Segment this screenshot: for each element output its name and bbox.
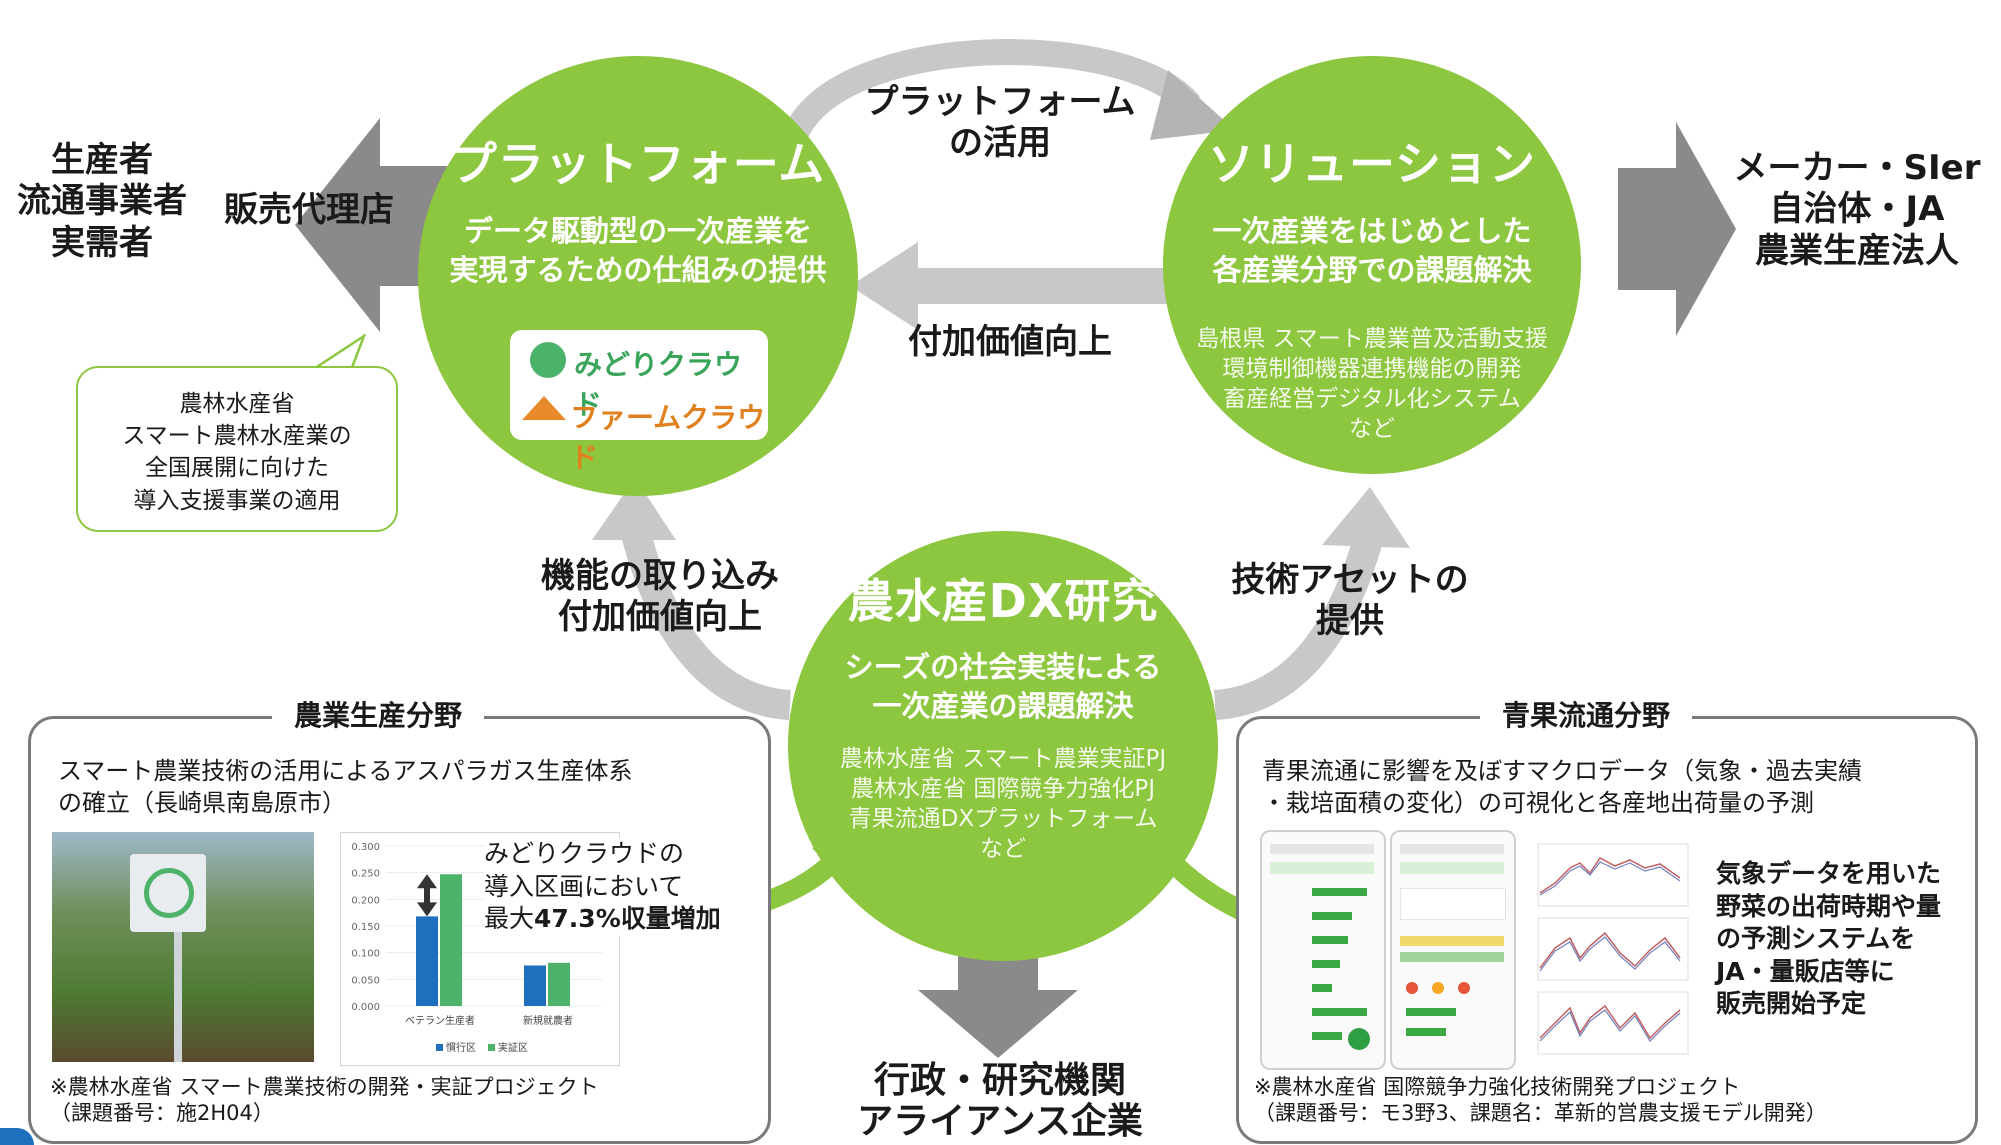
- x-tick-label: ベテラン生産者: [405, 1014, 475, 1027]
- solution-note-2: 環境制御機器連携機能の開発: [1222, 356, 1522, 382]
- dx-title: 農水産DX研究: [847, 574, 1159, 628]
- function-intake-label: 機能の取り込み 付加価値向上: [541, 556, 779, 638]
- solution-sub-2: 各産業分野での課題解決: [1212, 253, 1532, 287]
- middle-arrow-shaft: [905, 268, 1175, 304]
- forecast-result: 気象データを用いた 野菜の出荷時期や量 の予測システムを JA・量販店等に 販売…: [1716, 859, 1942, 1018]
- left-stakeholders: 生産者 流通事業者 実需者: [2, 140, 202, 264]
- solution-note-1: 島根県 スマート農業普及活動支援: [1196, 326, 1548, 352]
- y-tick-label: 0.000: [351, 1002, 380, 1013]
- right-big-arrow-head: [1676, 122, 1736, 336]
- dx-sub-1: シーズの社会実装による: [844, 650, 1162, 684]
- y-tick-label: 0.050: [351, 975, 380, 986]
- tech-asset-label: 技術アセットの 提供: [1231, 560, 1469, 642]
- right-stakeholders: メーカー・SIer 自治体・JA 農業生産法人: [1716, 148, 1998, 272]
- sales-agent-label: 販売代理店: [224, 190, 394, 230]
- left-stakeholder-2: 流通事業者: [17, 181, 187, 222]
- produce-distribution-title: 青果流通分野: [1480, 694, 1693, 734]
- bar-慣行区-0: [416, 916, 438, 1006]
- midori-logo-icon: [530, 342, 566, 378]
- platform-sub-1: データ駆動型の一次産業を: [463, 214, 812, 248]
- right-up-arrowhead: [1322, 487, 1410, 548]
- subsidy-bubble: 農林水産省 スマート農林水産業の 全国展開に向けた 導入支援事業の適用: [76, 366, 398, 532]
- phone-add-icon: [1348, 1028, 1370, 1050]
- dx-note-4: など: [980, 836, 1026, 862]
- farm-logo-icon: [522, 396, 566, 420]
- y-tick-label: 0.150: [351, 922, 380, 933]
- forecast-line-charts: [1537, 843, 1689, 1055]
- midori-cloud-logo: みどりクラウド: [574, 348, 743, 421]
- y-tick-label: 0.200: [351, 895, 380, 906]
- cloud-logos-card: みどりクラウド ファームクラウド: [510, 330, 768, 474]
- sensor-box-icon: [130, 854, 206, 932]
- agri-production-title: 農業生産分野: [272, 694, 485, 734]
- legend-label: 実証区: [498, 1041, 528, 1054]
- left-stakeholder-1: 生産者: [51, 140, 153, 180]
- bar-慣行区-1: [524, 965, 546, 1006]
- left-up-arrowhead: [592, 478, 676, 540]
- yield-chart: 0.300 0.250 0.200 0.150 0.100 0.050 0.000 ベテラン生…: [351, 842, 602, 1054]
- left-stakeholder-3: 実需者: [51, 222, 153, 263]
- dx-note-2: 農林水産省 国際競争力強化PJ: [851, 776, 1155, 802]
- right-stakeholder-3: 農業生産法人: [1755, 230, 1959, 271]
- right-green-arrow: [1162, 852, 1245, 919]
- platform-title: プラットフォーム: [450, 137, 826, 191]
- middle-arrow-head: [850, 242, 918, 330]
- dx-note-3: 青果流通DXプラットフォーム: [848, 806, 1158, 832]
- y-tick-label: 0.100: [351, 949, 380, 960]
- bottom-stakeholders: 行政・研究機関 アライアンス企業: [857, 1060, 1143, 1143]
- left-up-arc: [620, 526, 792, 720]
- legend-label: 慣行区: [446, 1041, 476, 1054]
- top-arc-arrowhead: [1150, 70, 1235, 140]
- solution-title: ソリューション: [1207, 137, 1537, 191]
- produce-distribution-text-2: ・栽培面積の変化）の可視化と各産地出荷量の予測: [1262, 789, 1814, 817]
- yield-result: みどりクラウドの 導入区画において 最大47.3%収量増加: [484, 838, 721, 936]
- asparagus-photo: [52, 832, 314, 1062]
- platform-use-label: プラットフォーム の活用: [864, 82, 1136, 164]
- dx-circle: [788, 531, 1218, 961]
- produce-distribution-foot-2: （課題番号：モ3野3、課題名：革新的営農支援モデル開発）: [1254, 1101, 1827, 1125]
- phone-mockup-1: [1260, 830, 1386, 1070]
- sensor-pole: [174, 932, 182, 1062]
- legend-swatch: [488, 1044, 495, 1051]
- agri-production-foot-2: （課題番号：施2H04）: [50, 1101, 274, 1125]
- right-stakeholder-2: 自治体・JA: [1769, 189, 1945, 230]
- agri-production-foot-1: ※農林水産省 スマート農業技術の開発・実証プロジェクト: [50, 1075, 599, 1099]
- x-tick-label: 新規就農者: [523, 1014, 573, 1027]
- y-tick-label: 0.250: [351, 869, 380, 880]
- agri-production-text-1: スマート農業技術の活用によるアスパラガス生産体系: [58, 757, 633, 785]
- solution-sub-1: 一次産業をはじめとした: [1212, 214, 1532, 248]
- bottom-arrow-head: [918, 990, 1078, 1058]
- increase-arrow-head-up: [417, 874, 437, 889]
- solution-note-3: 畜産経営デジタル化システム: [1223, 386, 1521, 412]
- bar-実証区-0: [440, 874, 462, 1006]
- corner-accent: [0, 1128, 34, 1145]
- right-up-arc: [1213, 535, 1383, 720]
- increase-arrow-head-down: [417, 902, 437, 917]
- left-big-arrow-head: [295, 118, 380, 332]
- dx-note-1: 農林水産省 スマート農業実証PJ: [839, 746, 1167, 772]
- dx-sub-2: 一次産業の課題解決: [872, 689, 1134, 723]
- solution-circle: [1163, 56, 1581, 474]
- produce-distribution-text-1: 青果流通に影響を及ぼすマクロデータ（気象・過去実績: [1262, 757, 1862, 785]
- farm-cloud-logo: ファームクラウド: [570, 401, 766, 474]
- right-big-arrow-shaft: [1618, 168, 1676, 290]
- top-arc-arrow: [783, 39, 1201, 141]
- solution-note-4: など: [1349, 416, 1395, 442]
- right-stakeholder-1: メーカー・SIer: [1733, 148, 1981, 188]
- y-tick-label: 0.300: [351, 842, 380, 853]
- platform-sub-2: 実現するための仕組みの提供: [449, 253, 827, 287]
- bar-実証区-1: [548, 962, 570, 1006]
- value-up-label: 付加価値向上: [908, 322, 1112, 362]
- agri-production-text-2: の確立（長崎県南島原市）: [58, 789, 346, 817]
- legend-swatch: [436, 1044, 443, 1051]
- produce-distribution-foot-1: ※農林水産省 国際競争力強化技術開発プロジェクト: [1254, 1075, 1741, 1099]
- phone-mockup-2: [1390, 830, 1516, 1070]
